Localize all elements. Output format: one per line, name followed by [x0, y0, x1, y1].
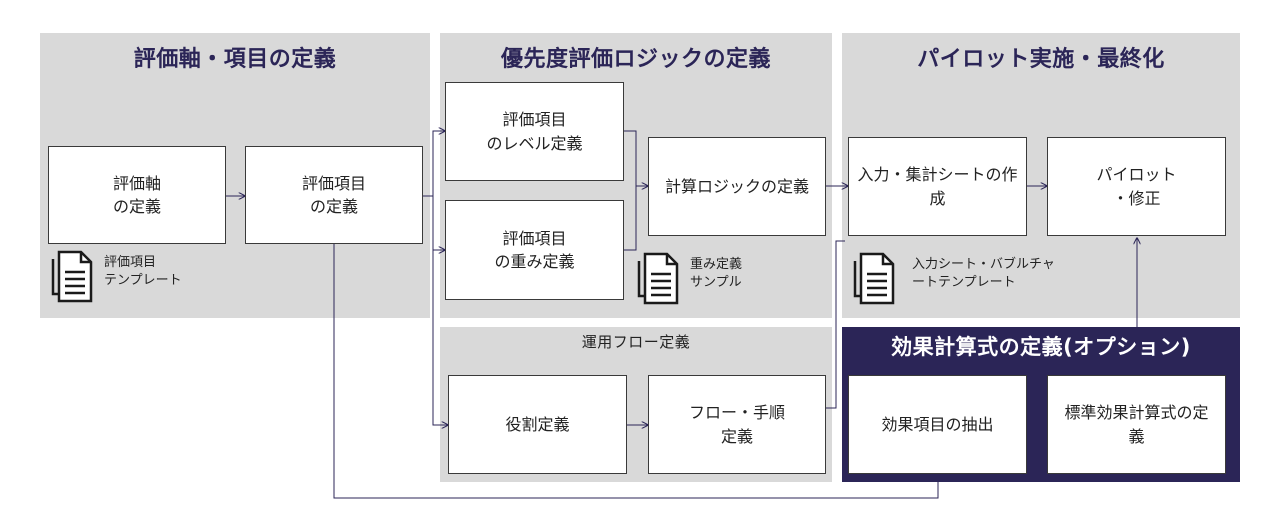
arrow-item-to-level	[423, 131, 445, 197]
panel-effect-title: 効果計算式の定義(オプション)	[891, 335, 1191, 359]
box-role-definition: 役割定義	[448, 375, 627, 474]
arrow-weight-to-calc	[624, 186, 637, 251]
doc-weight-sample-label: 重み定義 サンプル	[690, 257, 743, 290]
document-icon	[637, 252, 679, 305]
box-pilot-fix: パイロット ・修正	[1047, 137, 1226, 236]
line-item-to-effect	[333, 243, 939, 499]
panel-flow-title: 運用フロー定義	[581, 333, 691, 351]
line-flow-to-effect	[826, 240, 845, 409]
panel-pilot-title: パイロット実施・最終化	[917, 47, 1165, 72]
arrow-level-to-calc	[624, 130, 648, 186]
box-effect-extract: 効果項目の抽出	[848, 375, 1027, 474]
doc-item-template: 評価項目 テンプレート	[50, 248, 182, 304]
document-icon	[853, 252, 895, 305]
arrow-item-to-weight	[432, 196, 445, 250]
box-level-definition: 評価項目 のレベル定義	[445, 82, 624, 181]
box-flow-definition: フロー・手順 定義	[648, 375, 826, 474]
document-icon	[51, 250, 93, 303]
panel-logic-title: 優先度評価ロジックの定義	[500, 47, 771, 72]
doc-input-template: 入力シート・バブルチャ ートテンプレート	[852, 250, 1055, 306]
box-input-sheet: 入力・集計シートの作 成	[848, 137, 1027, 236]
box-calc-logic: 計算ロジックの定義	[648, 137, 826, 236]
box-standard-formula: 標準効果計算式の定 義	[1047, 375, 1226, 474]
box-axis-definition: 評価軸 の定義	[48, 146, 226, 244]
doc-item-template-label: 評価項目 テンプレート	[104, 255, 182, 288]
panel-definition-title: 評価軸・項目の定義	[133, 47, 337, 72]
box-weight-definition: 評価項目 の重み定義	[445, 200, 624, 300]
box-item-definition: 評価項目 の定義	[245, 146, 423, 244]
doc-input-template-label: 入力シート・バブルチャ ートテンプレート	[912, 257, 1055, 290]
arrow-item-to-role	[432, 250, 448, 425]
doc-weight-sample: 重み定義 サンプル	[636, 250, 742, 306]
